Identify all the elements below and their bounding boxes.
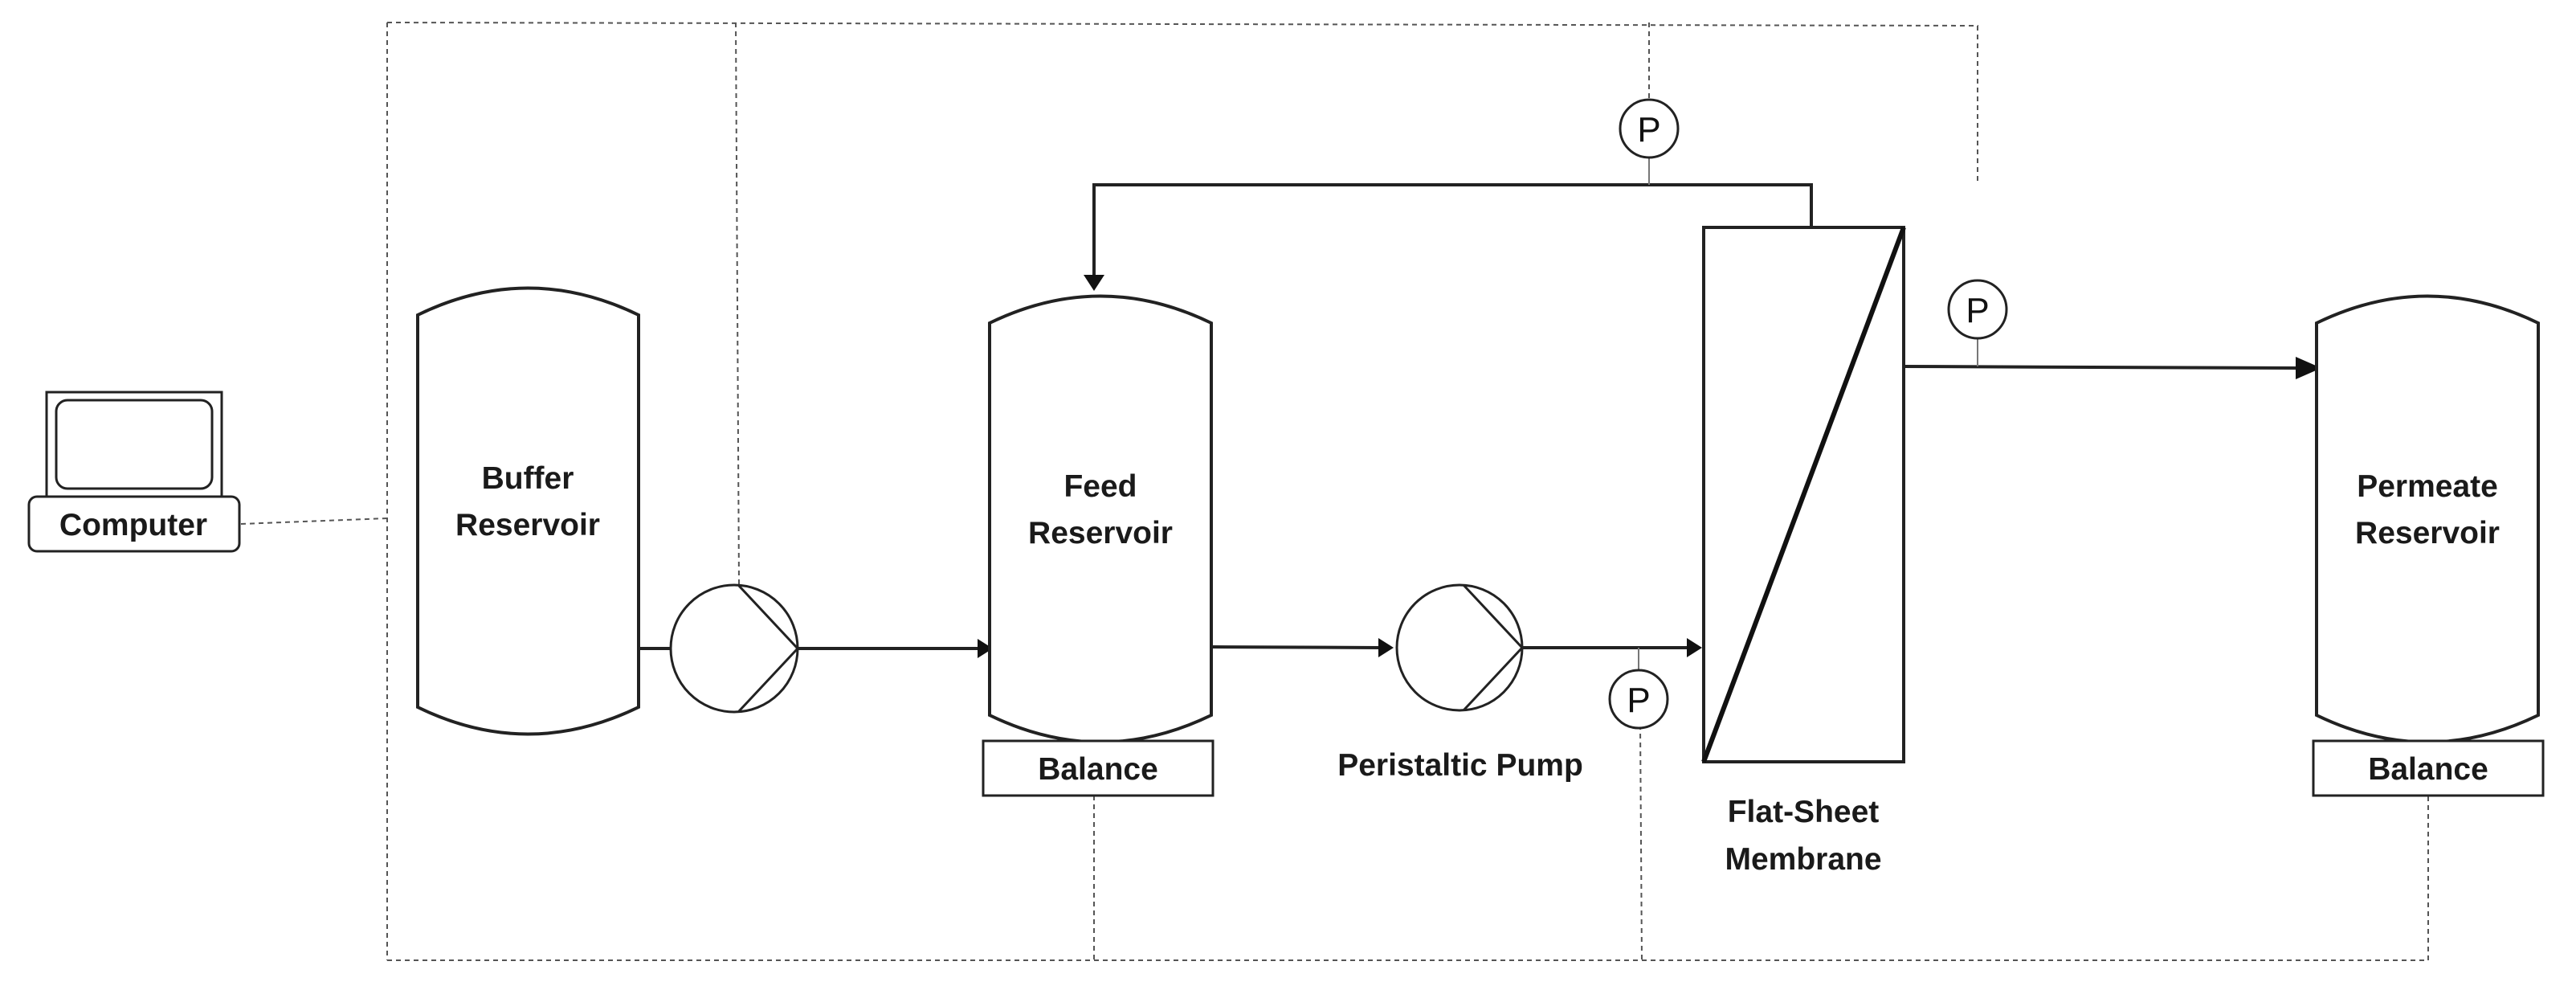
pressure-gauge-inlet: P: [1608, 648, 1669, 730]
arrow-into-membrane: [1687, 638, 1702, 657]
permeate-reservoir-vessel: [2315, 294, 2540, 744]
feed-reservoir-label-line1: Feed: [1063, 469, 1137, 504]
pressure-gauge-label: P: [1637, 110, 1660, 149]
arrow-into-permeate: [2296, 357, 2321, 379]
buffer-reservoir-label-line1: Buffer: [482, 461, 574, 496]
buffer-pump: [669, 583, 800, 714]
buffer-pump-icon: [669, 583, 799, 714]
pressure-gauge-retentate: P: [1619, 98, 1680, 185]
flow-feed-to-peristaltic: [1210, 645, 1381, 649]
feed-reservoir-vessel: [988, 294, 1213, 744]
peristaltic-pump: Peristaltic Pump: [1337, 583, 1583, 783]
buffer-pump-impeller: [737, 584, 800, 713]
permeate-balance: Balance: [2312, 739, 2545, 797]
permeate-balance-box: [2312, 739, 2545, 797]
permeate-reservoir-label-line1: Permeate: [2357, 469, 2498, 504]
pressure-gauge-label: P: [1627, 681, 1650, 720]
membrane-label-line1: Flat-Sheet: [1728, 795, 1880, 829]
signal-line-bottom: [387, 796, 2429, 961]
membrane-label-line2: Membrane: [1725, 842, 1881, 877]
arrow-into-peristaltic: [1378, 638, 1394, 657]
pressure-gauge-icon: [1619, 98, 1680, 159]
computer: Computer: [27, 391, 241, 553]
peristaltic-pump-label: Peristaltic Pump: [1337, 748, 1583, 783]
permeate-reservoir-label-line2: Reservoir: [2355, 516, 2500, 550]
feed-reservoir-label-line2: Reservoir: [1028, 516, 1173, 550]
pressure-gauge-icon: [1608, 669, 1669, 730]
computer-base: [27, 495, 241, 553]
pressure-gauge-label: P: [1966, 291, 1989, 330]
peristaltic-pump-impeller: [1462, 583, 1525, 712]
feed-balance-box: [982, 739, 1215, 797]
buffer-reservoir-vessel: [416, 286, 640, 736]
feed-balance: Balance: [982, 739, 1215, 797]
buffer-reservoir-label-line2: Reservoir: [455, 508, 600, 542]
computer-screen: [55, 399, 214, 490]
feed-reservoir: Feed Reservoir: [988, 294, 1213, 744]
signal-lines: [240, 22, 2429, 961]
flow-retentate-return: [1092, 183, 1813, 275]
membrane-sheet: [1701, 226, 1906, 763]
permeate-balance-label: Balance: [2368, 752, 2488, 787]
permeate-reservoir: Permeate Reservoir: [2315, 294, 2540, 744]
signal-line-top: [386, 22, 1978, 181]
arrow-retentate-into-feed: [1084, 275, 1104, 291]
feed-balance-label: Balance: [1038, 752, 1158, 787]
signal-line-gauge-inlet: [1639, 724, 1643, 961]
flow-permeate-out: [1903, 365, 2298, 370]
arrow-into-feed: [978, 639, 993, 658]
flow-lines: [639, 183, 2321, 658]
buffer-reservoir: Buffer Reservoir: [416, 286, 640, 736]
computer-label: Computer: [59, 508, 207, 542]
flat-sheet-membrane: Flat-Sheet Membrane: [1701, 226, 1906, 877]
peristaltic-pump-icon: [1395, 583, 1524, 712]
signal-line-computer: [240, 518, 388, 525]
signal-line-buffer-pump: [735, 22, 740, 585]
pressure-gauge-icon: [1947, 279, 2008, 340]
pressure-gauge-permeate: P: [1947, 279, 2008, 366]
